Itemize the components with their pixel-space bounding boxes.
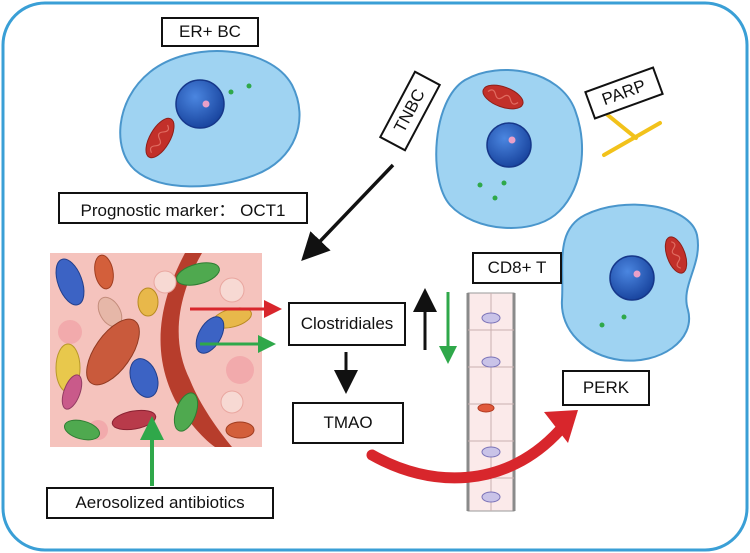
gut-microbiota-illustration [50, 253, 262, 447]
tmao-to-perk-curved-arrow [366, 424, 566, 484]
clostridiales-label: Clostridiales [288, 302, 406, 346]
mitochondria-icon [664, 236, 688, 274]
nucleus-icon [175, 79, 225, 129]
cd8-t-label: CD8+ T [472, 252, 562, 284]
mitochondria-icon [482, 84, 524, 110]
er-bc-cell [119, 50, 301, 188]
tmao-label: TMAO [292, 402, 404, 444]
inhibition-icon [602, 110, 662, 157]
er-bc-label: ER+ BC [161, 17, 259, 47]
mitochondria-icon [145, 117, 175, 159]
curved-arrow-head [544, 410, 578, 443]
perk-label: PERK [562, 370, 650, 406]
nucleus-icon [486, 122, 532, 168]
perk-cell [560, 203, 699, 362]
tnbc-cell [435, 69, 583, 229]
nucleus-icon [609, 255, 655, 301]
prognostic-marker-label: Prognostic marker： OCT1 [58, 192, 308, 224]
tnbc-to-gut-arrow [301, 163, 395, 262]
aerosolized-antibiotics-label: Aerosolized antibiotics [46, 487, 274, 519]
